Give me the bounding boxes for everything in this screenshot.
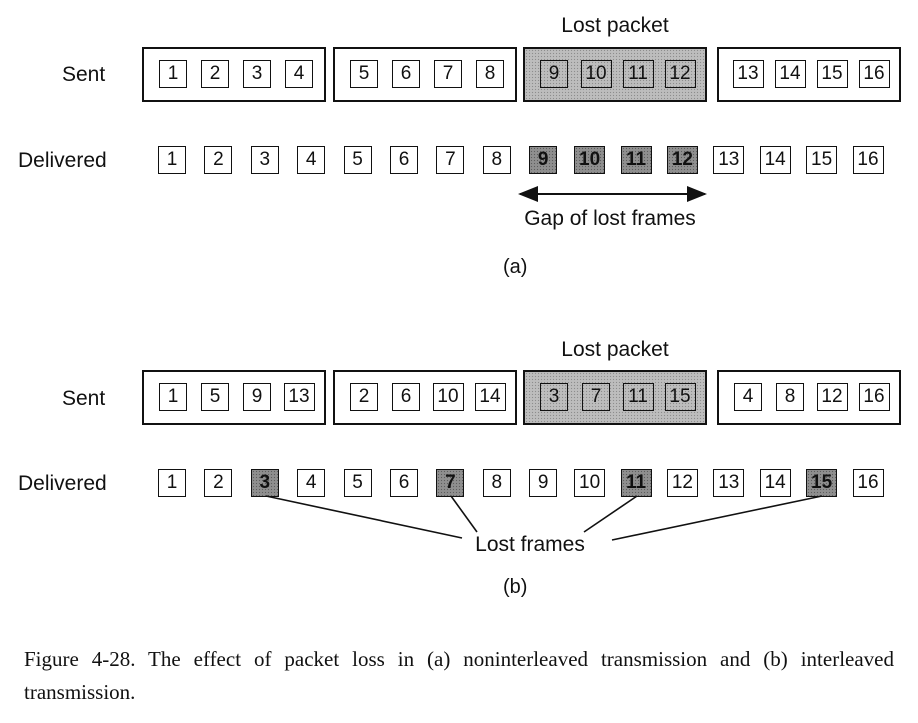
lost-frames-label: Lost frames — [475, 533, 585, 556]
delivered-frame: 2 — [204, 469, 233, 497]
sent-frame: 7 — [582, 383, 610, 411]
sent-frame: 14 — [474, 383, 506, 411]
sent-label-a: Sent — [62, 63, 106, 86]
delivered-frame: 7 — [436, 146, 465, 174]
delivered-frame: 6 — [390, 469, 418, 497]
sent-frame: 13 — [283, 383, 315, 411]
sent-frame: 9 — [540, 60, 568, 88]
sent-frame: 5 — [201, 383, 229, 411]
lost-packet — [523, 47, 707, 102]
sent-frame: 11 — [622, 383, 654, 411]
sent-frame: 1 — [159, 383, 187, 411]
pointer-line-frame-3 — [265, 495, 463, 539]
lost-delivered-frame: 7 — [436, 469, 465, 497]
lost-delivered-frame: 3 — [250, 469, 279, 497]
delivered-frame: 4 — [297, 146, 326, 174]
sent-frame: 10 — [580, 60, 612, 88]
sent-frame: 6 — [392, 383, 420, 411]
delivered-frame: 5 — [343, 469, 372, 497]
delivered-frame: 13 — [713, 146, 745, 174]
sent-frame: 9 — [243, 383, 271, 411]
sent-frame: 4 — [285, 60, 313, 88]
delivered-frame: 16 — [852, 146, 884, 174]
sent-frame: 14 — [774, 60, 806, 88]
sent-frame: 6 — [392, 60, 420, 88]
delivered-frame: 14 — [759, 146, 791, 174]
gap-label: Gap of lost frames — [524, 207, 696, 230]
delivered-frame: 1 — [158, 469, 186, 497]
lost-packet — [523, 370, 707, 425]
delivered-frame: 1 — [158, 146, 186, 174]
delivered-frame: 9 — [529, 469, 558, 497]
sent-frame: 8 — [776, 383, 804, 411]
pointer-line-frame-7 — [450, 495, 478, 533]
sent-frame: 5 — [350, 60, 378, 88]
sent-frame: 16 — [858, 383, 890, 411]
delivered-frame: 5 — [343, 146, 372, 174]
delivered-frame: 14 — [759, 469, 791, 497]
sublabel-b: (b) — [503, 576, 528, 598]
sent-frame: 10 — [432, 383, 464, 411]
sublabel-a: (a) — [503, 256, 528, 278]
lost-delivered-frame: 9 — [529, 146, 558, 174]
pointer-line-frame-15 — [611, 495, 823, 541]
lost-packet-label-a: Lost packet — [561, 14, 669, 37]
sent-frame: 3 — [243, 60, 271, 88]
sent-frame: 3 — [540, 383, 568, 411]
delivered-label-a: Delivered — [18, 149, 107, 172]
delivered-frame: 8 — [482, 146, 511, 174]
sent-frame: 1 — [159, 60, 187, 88]
delivered-frame: 8 — [482, 469, 511, 497]
lost-packet-label-b: Lost packet — [561, 338, 669, 361]
sent-frame: 2 — [350, 383, 378, 411]
delivered-frame: 4 — [297, 469, 326, 497]
sent-frame: 2 — [201, 60, 229, 88]
pointer-line-frame-11 — [583, 495, 638, 533]
sent-label-b: Sent — [62, 387, 106, 410]
lost-delivered-frame: 12 — [666, 146, 698, 174]
delivered-frame: 13 — [713, 469, 745, 497]
delivered-frame: 2 — [204, 146, 233, 174]
delivered-label-b: Delivered — [18, 472, 107, 495]
sent-frame: 12 — [664, 60, 696, 88]
delivered-frame: 15 — [806, 146, 838, 174]
delivered-frame: 16 — [852, 469, 884, 497]
lost-delivered-frame: 11 — [620, 146, 652, 174]
sent-frame: 15 — [664, 383, 696, 411]
sent-frame: 16 — [858, 60, 890, 88]
sent-frame: 12 — [816, 383, 848, 411]
sent-frame: 11 — [622, 60, 654, 88]
delivered-frame: 3 — [250, 146, 279, 174]
sent-frame: 15 — [816, 60, 848, 88]
delivered-frame: 6 — [390, 146, 418, 174]
delivered-frame: 10 — [574, 469, 606, 497]
delivered-frame: 12 — [666, 469, 698, 497]
lost-frames-pointer-lines — [265, 495, 823, 541]
figure-caption: Figure 4-28. The effect of packet loss i… — [24, 647, 894, 704]
sent-frame: 13 — [732, 60, 764, 88]
sent-frame: 8 — [476, 60, 504, 88]
sent-frame: 4 — [734, 383, 762, 411]
sent-frame: 7 — [434, 60, 462, 88]
lost-delivered-frame: 10 — [574, 146, 606, 174]
